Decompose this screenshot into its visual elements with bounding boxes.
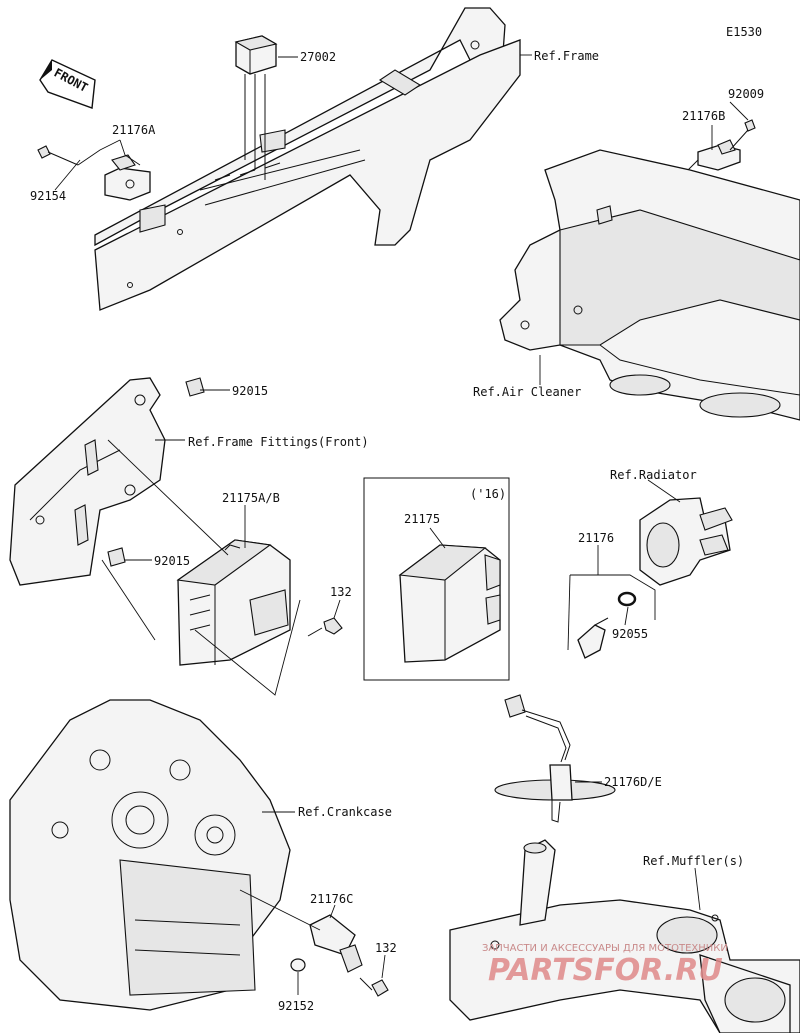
label-92055: 92055 — [612, 627, 648, 641]
watermark-tagline: ЗАПЧАСТИ И АКСЕССУАРЫ ДЛЯ МОТОТЕХНИКИ — [482, 943, 728, 954]
label-ref-air-cleaner: Ref.Air Cleaner — [473, 385, 581, 399]
label-21175: 21175 — [404, 512, 440, 526]
label-ref-crankcase: Ref.Crankcase — [298, 805, 392, 819]
bolt-132-bottom — [359, 977, 389, 997]
front-direction-marker: FRONT — [39, 59, 96, 109]
radiator-drawing — [639, 497, 733, 586]
label-ref-radiator: Ref.Radiator — [610, 468, 697, 482]
bolt-132-top — [307, 617, 343, 637]
label-92015-bottom: 92015 — [154, 554, 190, 568]
label-132-top: 132 — [330, 585, 352, 599]
label-21176C: 21176C — [310, 892, 353, 906]
clip-92015-bottom — [107, 547, 126, 567]
label-year-16: ('16) — [470, 487, 506, 501]
sensor-21176C — [309, 914, 363, 973]
label-21176: 21176 — [578, 531, 614, 545]
oring-92055 — [617, 591, 637, 607]
sensor-21176 — [577, 617, 609, 659]
part-27002 — [234, 35, 278, 180]
label-21175AB: 21175A/B — [222, 491, 280, 505]
bolt-92009 — [729, 119, 756, 151]
clip-92015-top — [185, 377, 205, 397]
frame-drawing — [94, 7, 521, 311]
part-21176A — [104, 154, 151, 201]
crankcase-drawing — [9, 699, 291, 1011]
part-21175AB — [176, 539, 291, 666]
label-92154: 92154 — [30, 189, 66, 203]
label-21176DE: 21176D/E — [604, 775, 662, 789]
label-132-bottom: 132 — [375, 941, 397, 955]
label-92009: 92009 — [728, 87, 764, 101]
air-cleaner-drawing — [499, 149, 800, 421]
label-ref-frame-fittings: Ref.Frame Fittings(Front) — [188, 435, 369, 449]
part-21176B — [687, 139, 741, 171]
bolt-92154 — [37, 145, 79, 166]
part-21175 — [398, 544, 501, 663]
leader-lines — [54, 54, 749, 995]
washer-92152 — [290, 958, 306, 972]
diagram-code: E1530 — [726, 25, 762, 39]
label-21176B: 21176B — [682, 109, 725, 123]
frame-fittings-drawing — [9, 377, 166, 586]
part-21176DE — [494, 694, 616, 823]
watermark-logo: PARTSFOR.RU — [488, 953, 723, 988]
label-92015-top: 92015 — [232, 384, 268, 398]
label-ref-frame: Ref.Frame — [534, 49, 599, 63]
label-21176A: 21176A — [112, 123, 156, 137]
label-ref-muffler: Ref.Muffler(s) — [643, 854, 744, 868]
muffler-drawing — [449, 839, 800, 1033]
label-92152: 92152 — [278, 999, 314, 1013]
year-variant-box — [363, 477, 510, 681]
label-27002: 27002 — [300, 50, 336, 64]
